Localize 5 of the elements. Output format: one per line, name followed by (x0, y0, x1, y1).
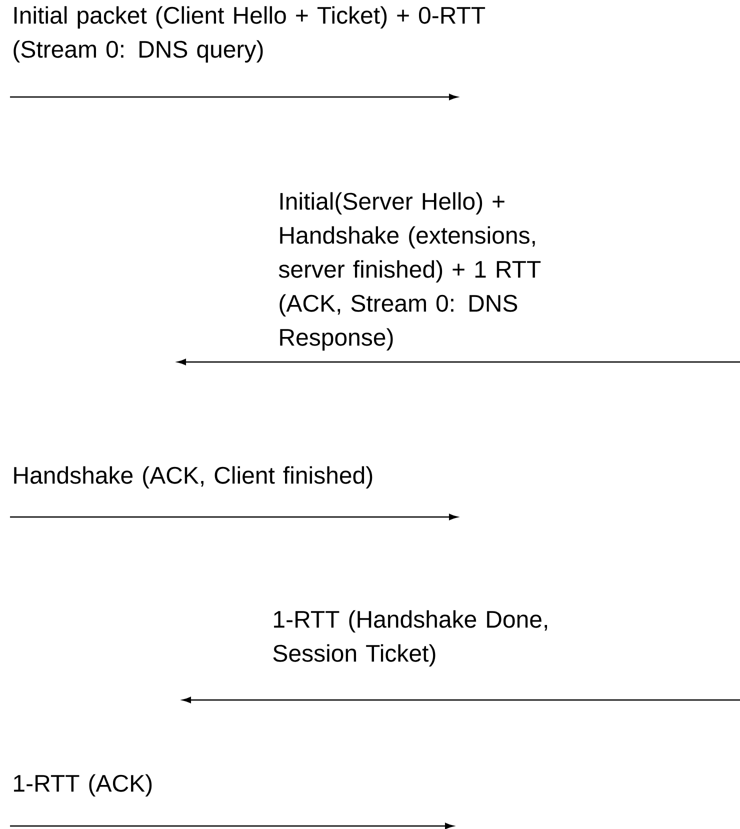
message-label: Initial packet (Client Hello + Ticket) + 0-RTT (Stream 0: DNS query) (14, 6, 486, 63)
message-label: Handshake (ACK, Client finished) (14, 466, 372, 489)
message-label: 1-RTT (ACK) (14, 774, 152, 797)
message-label: Initial(Server Hello) + Handshake (extensions, server finished) + 1 RTT (ACK, Stream 0: DNS Response) (278, 192, 541, 351)
message-label: 1-RTT (Handshake Done, Session Ticket) (273, 610, 547, 667)
